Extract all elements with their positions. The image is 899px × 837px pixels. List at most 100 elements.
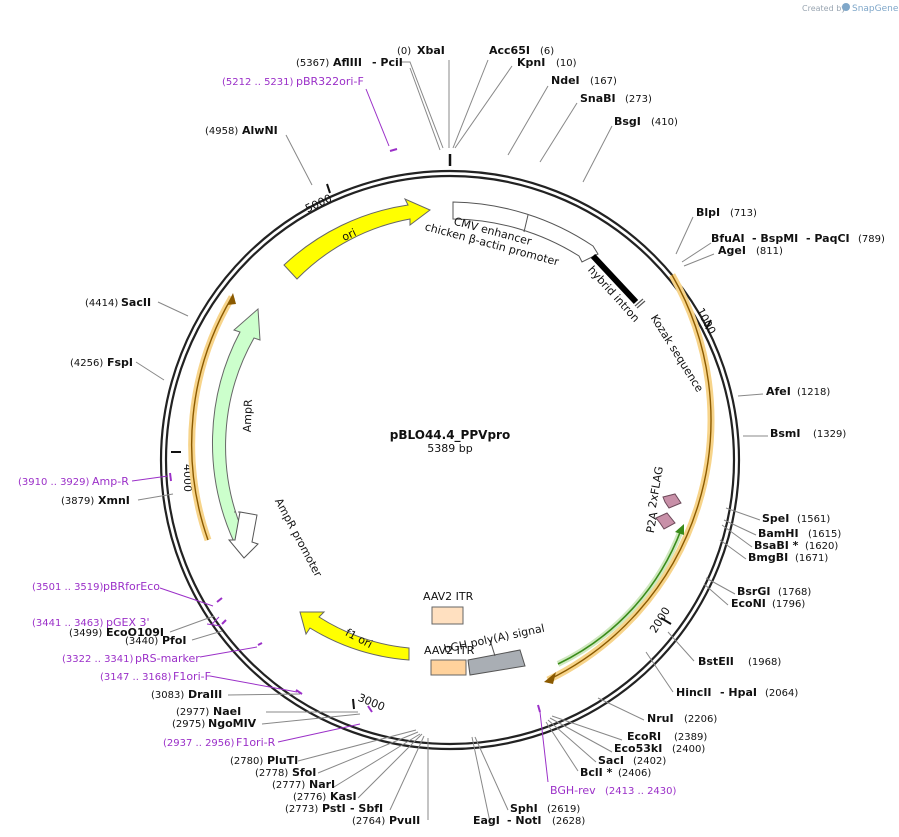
primer-name: BGH-rev	[550, 784, 596, 797]
ampr-arrow	[211, 307, 261, 546]
site-name: KasI	[330, 790, 357, 803]
site-name: NdeI	[551, 74, 580, 87]
plasmid-size: 5389 bp	[427, 442, 472, 455]
site-pos: (811)	[756, 246, 783, 257]
site-name: BstEII	[698, 655, 734, 668]
tick-5000: 5000	[303, 192, 334, 216]
site-name: SpeI	[762, 512, 789, 525]
site-pos: (3879)	[61, 496, 94, 507]
flag-tag-icon	[662, 493, 682, 509]
site-pos: (2777)	[272, 780, 305, 791]
orf-arrowhead-icon	[544, 672, 556, 684]
site-name: BlpI	[696, 206, 720, 219]
site-name: BsmI	[770, 427, 801, 440]
site-pos: (713)	[730, 208, 757, 219]
site-name: PvuII	[389, 814, 420, 827]
site-name: Acc65I	[489, 44, 530, 57]
site-name: PluTI	[267, 754, 298, 767]
site-name: FspI	[107, 356, 133, 369]
orf-arc-highlight	[546, 273, 715, 684]
site-name: KpnI	[517, 56, 545, 69]
site-pos: (2400)	[672, 744, 705, 755]
site-name: EcoRI	[627, 730, 661, 743]
primer-pos: (3322 .. 3341)	[62, 654, 134, 665]
primer-pos: (3441 .. 3463)	[32, 618, 104, 629]
site-pos: (1768)	[778, 587, 811, 598]
site-name: SfoI	[292, 766, 316, 779]
site-pos: (1671)	[795, 553, 828, 564]
promoter-divider	[523, 214, 529, 233]
site-pos: (4958)	[205, 126, 238, 137]
ampr-promoter-arrow	[227, 511, 259, 559]
primer-name: pBRforEco	[103, 580, 160, 593]
primer-name: pBR322ori-F	[296, 75, 364, 88]
site-pos: (2206)	[684, 714, 717, 725]
site-pos: (273)	[625, 94, 652, 105]
site-pos: (4414)	[85, 298, 118, 309]
site-pos: (10)	[556, 58, 577, 69]
site-name: NruI	[647, 712, 674, 725]
site-pos: (2628)	[552, 816, 585, 827]
site-name: - NotI	[507, 814, 542, 827]
site-leaders	[135, 59, 768, 823]
site-pos: (1561)	[797, 514, 830, 525]
site-name: BamHI	[758, 527, 799, 540]
site-name: XmnI	[98, 494, 130, 507]
ori-arrow	[283, 197, 431, 280]
site-name: EcoNI	[731, 597, 766, 610]
site-name: - PaqCI	[806, 232, 850, 245]
site-pos: (4256)	[70, 358, 103, 369]
aav2-itr-top-label: AAV2 ITR	[423, 590, 474, 603]
site-name: - PciI	[372, 56, 403, 69]
site-name: PfoI	[162, 634, 187, 647]
orf-arc-line	[547, 274, 712, 681]
site-name: EagI	[473, 814, 500, 827]
snapgene-logo-icon	[842, 3, 850, 11]
site-pos: (1796)	[772, 599, 805, 610]
aav2-itr-bottom-box	[430, 659, 467, 676]
green-orf-arrowhead-icon	[675, 524, 684, 535]
site-pos: (6)	[540, 46, 554, 57]
primer-marks	[131, 88, 549, 783]
site-pos: (2780)	[230, 756, 263, 767]
site-pos: (789)	[858, 234, 885, 245]
site-pos: (3499)	[69, 628, 102, 639]
site-pos: (410)	[651, 117, 678, 128]
backbone-outer-ring	[159, 169, 741, 751]
site-pos: (1968)	[748, 657, 781, 668]
green-orf-highlight	[556, 528, 684, 667]
credit-brand: SnapGene	[852, 4, 899, 14]
green-orf-line	[557, 529, 682, 665]
plasmid-name: pBLO44.4_PPVpro	[390, 428, 510, 443]
site-name: NgoMIV	[208, 717, 257, 730]
site-name: BsgI	[614, 115, 641, 128]
p2a-label: P2A	[644, 511, 661, 535]
site-name: BmgBI	[748, 551, 788, 564]
site-name: BfuAI	[711, 232, 745, 245]
ampr-promoter-label: AmpR promoter	[272, 496, 325, 580]
site-pos: (3440)	[125, 636, 158, 647]
tick-2000: 2000	[647, 605, 673, 636]
site-name: AfeI	[766, 385, 791, 398]
site-pos: (2619)	[547, 804, 580, 815]
primer-pos: (3501 .. 3519)	[32, 582, 104, 593]
ori-label: ori	[340, 226, 358, 244]
ampr-arc-line	[190, 296, 233, 541]
site-name: - SbfI	[350, 802, 383, 815]
cmv-cba-promoter-arrow	[452, 201, 599, 263]
site-name: SphI	[510, 802, 538, 815]
site-name: NaeI	[213, 705, 241, 718]
hybrid-intron-bar	[590, 253, 639, 305]
site-name: SacII	[121, 296, 151, 309]
site-pos: (2389)	[674, 732, 707, 743]
site-pos: (2975)	[172, 719, 205, 730]
site-pos: (2977)	[176, 707, 209, 718]
aav2-itr-top-box	[431, 606, 464, 625]
aav2-itr-bottom-label: AAV2 ITR	[424, 644, 475, 657]
site-pos: (1620)	[805, 541, 838, 552]
site-name: HincII	[676, 686, 712, 699]
primer-name: pRS-marker	[135, 652, 200, 665]
site-pos: (0)	[397, 46, 411, 57]
